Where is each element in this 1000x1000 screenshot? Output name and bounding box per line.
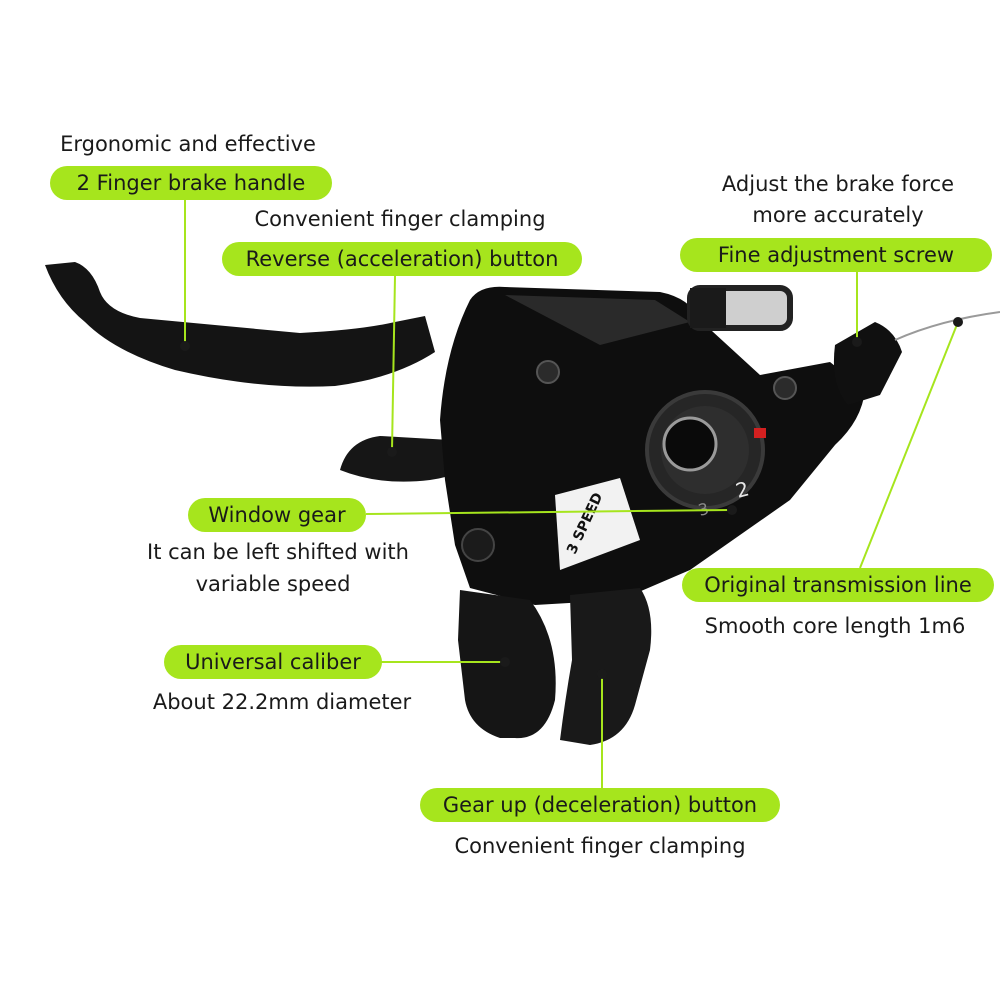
fine-adjust-caption-line2: more accurately [752,203,924,227]
leader-window-gear [365,509,731,515]
leader-dot [953,317,963,327]
window-gear-caption-line2: variable speed [195,572,351,596]
gear-up-paddle [560,588,652,745]
window-gear-caption-line1: It can be left shifted with [147,540,409,564]
gear-up-caption: Convenient finger clamping [454,834,746,858]
leader-reverse-button [391,275,396,451]
leader-dot [852,337,862,347]
fine-adjust-caption-line1: Adjust the brake force [721,172,955,196]
transmission-line-caption: Smooth core length 1m6 [704,614,966,638]
leader-transmission-line [859,321,959,569]
brake-handle-caption: Ergonomic and effective [60,132,316,156]
universal-caliber-label: Universal caliber [164,645,382,679]
screw-icon [773,376,797,400]
cable-adjuster [833,322,902,405]
reverse-button-caption: Convenient finger clamping [254,207,546,231]
reverse-button-label: Reverse (acceleration) button [222,242,582,276]
screw-icon [461,528,495,562]
brake-lever [45,262,435,387]
housing-highlight [505,295,690,345]
gear-indicator [754,428,766,438]
gear-number-2: 2 [733,476,752,502]
leader-dot [597,669,607,679]
leader-dot [180,341,190,351]
brake-handle-label: 2 Finger brake handle [50,166,332,200]
screw-icon [536,360,560,384]
gear-window-knob [662,416,718,472]
leader-dot [727,505,737,515]
speed-label-plate [555,478,640,570]
leader-dot [500,657,510,667]
gear-up-label: Gear up (deceleration) button [420,788,780,822]
universal-caliber-caption: About 22.2mm diameter [152,690,412,714]
fine-adjust-label: Fine adjustment screw [680,238,992,272]
transmission-line-label: Original transmission line [682,568,994,602]
leader-dot [387,447,397,457]
window-gear-label: Window gear [188,498,366,532]
transmission-cable [894,311,1000,341]
